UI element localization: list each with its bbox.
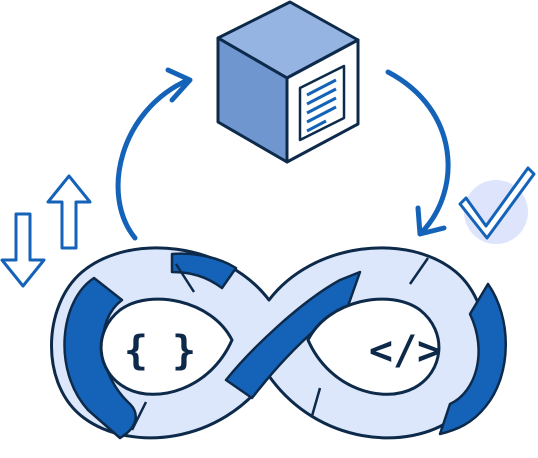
loop-accent-center — [224, 270, 362, 400]
cycle-arrow-right-icon — [385, 69, 451, 235]
checkmark-icon — [458, 166, 536, 244]
loop-accent-right — [438, 282, 507, 436]
code-tag-glyph: </> — [369, 328, 441, 374]
cycle-arrow-left-icon — [115, 77, 191, 241]
cycle-arrow-left-head-icon — [165, 67, 193, 103]
transfer-arrows-icon — [0, 174, 92, 288]
loop-hole-left — [99, 297, 234, 396]
down-arrow-icon — [0, 212, 46, 288]
up-arrow-icon — [46, 174, 92, 250]
curly-braces-glyph: { } — [124, 328, 196, 374]
cycle-arrow-right-head-icon — [415, 205, 447, 237]
loop-accent-top-left — [170, 252, 238, 290]
infinity-loop-icon — [50, 246, 507, 440]
document-icon — [298, 64, 346, 142]
cube-icon — [216, 0, 360, 164]
loop-hole-right — [306, 297, 441, 396]
